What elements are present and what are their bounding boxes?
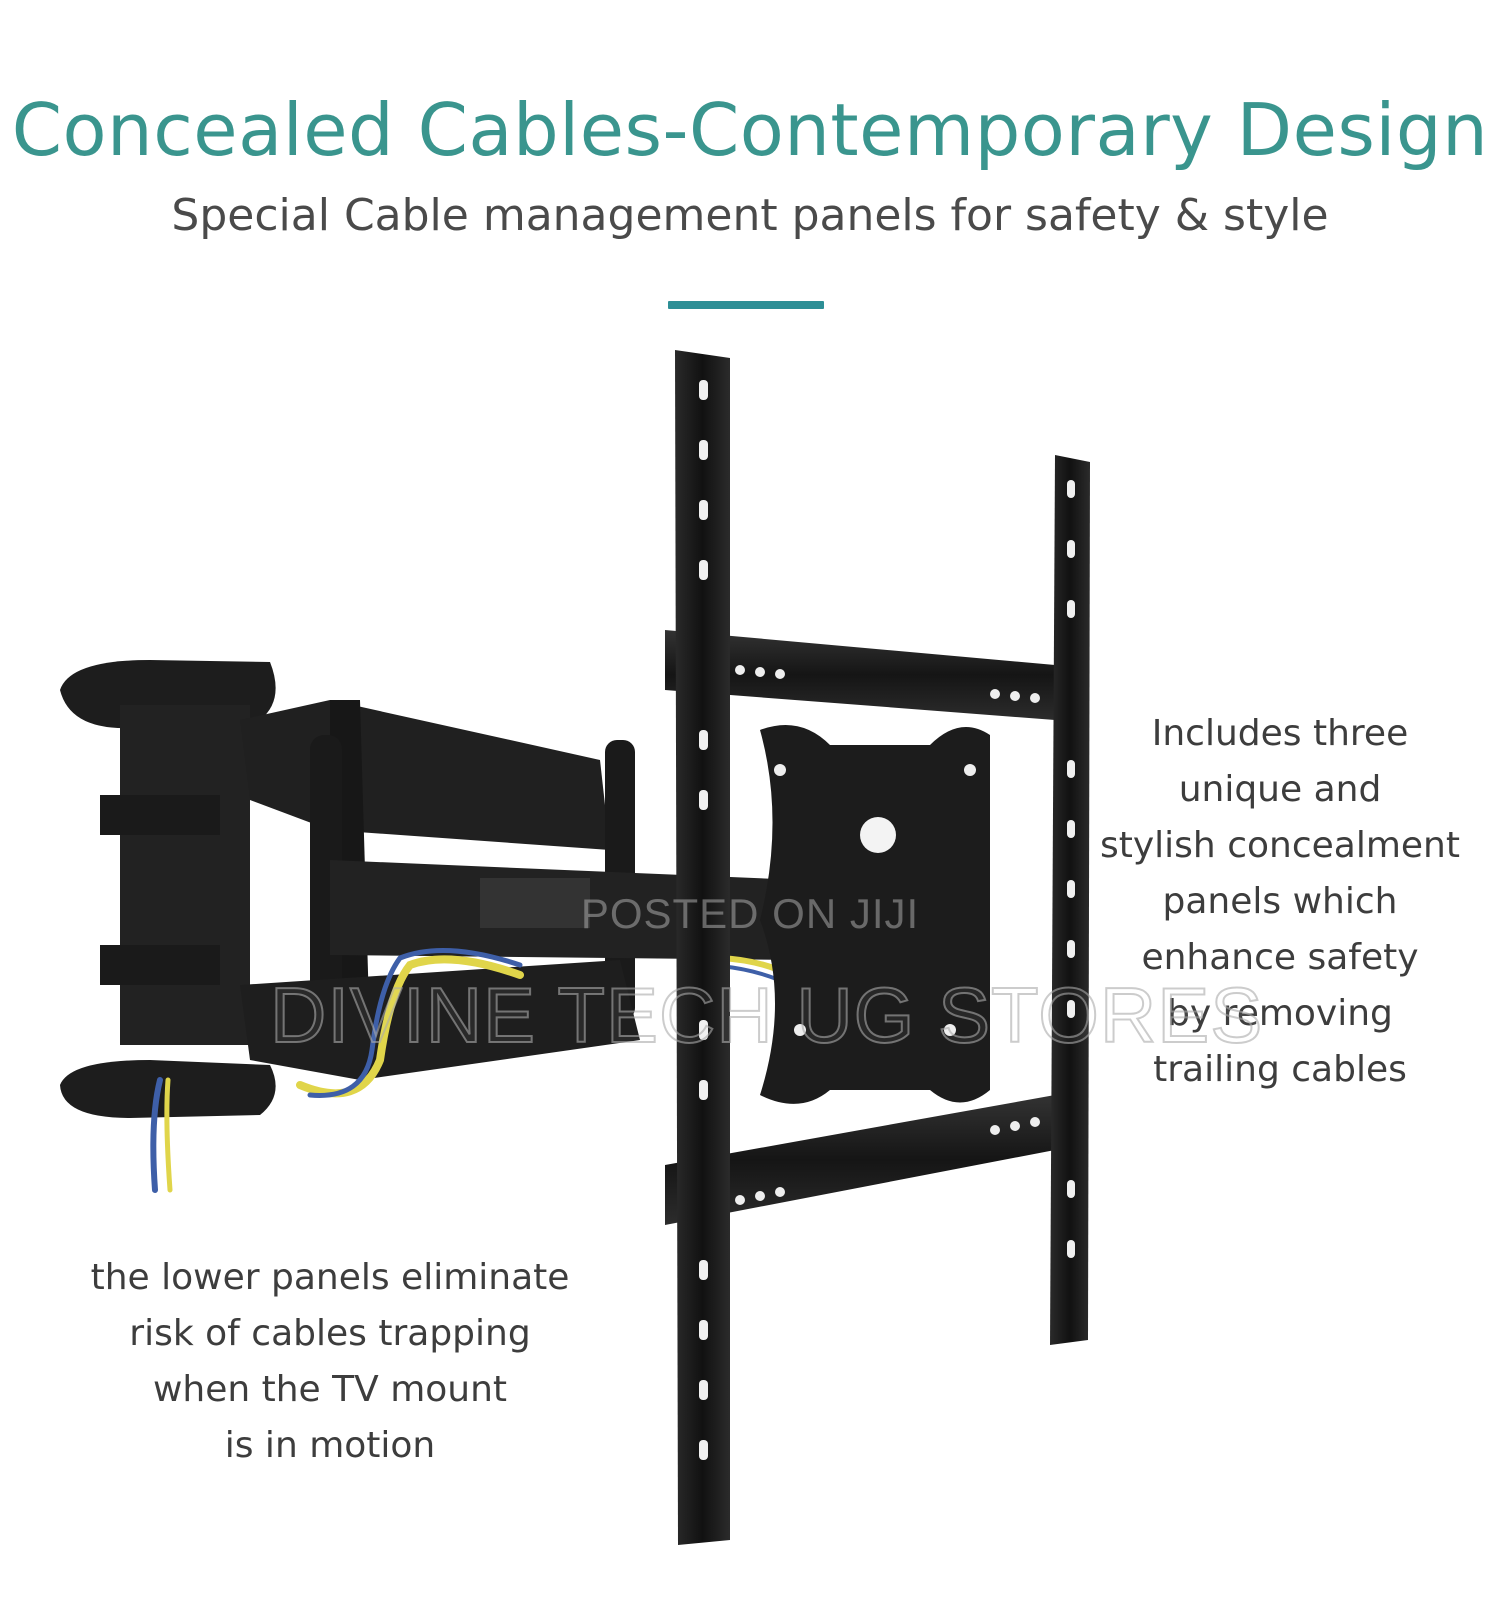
note-line: Includes three [1151,713,1409,754]
note-line: is in motion [224,1425,436,1466]
note-line: trailing cables [1153,1049,1407,1090]
note-line: stylish concealment [1100,825,1460,866]
note-line: unique and [1178,769,1382,810]
vesa-adapter-plate [760,725,990,1104]
note-line: the lower panels eliminate [90,1257,570,1298]
vertical-rails [675,350,1090,1545]
store-watermark: DIVINE TECH UG STORES [269,970,1264,1060]
accent-divider [668,301,824,309]
note-line: when the TV mount [152,1369,508,1410]
right-feature-note: Includes three unique and stylish concea… [1080,706,1480,1098]
note-line: by removing [1167,993,1393,1034]
page-title: Concealed Cables-Contemporary Design [11,88,1489,172]
crossbars [665,630,1055,1225]
page-subtitle: Special Cable management panels for safe… [171,190,1329,241]
note-line: panels which [1162,881,1398,922]
note-line: enhance safety [1141,937,1419,978]
note-line: risk of cables trapping [129,1313,531,1354]
jiji-watermark: POSTED ON JIJI [580,890,920,937]
left-feature-note: the lower panels eliminate risk of cable… [60,1250,600,1474]
